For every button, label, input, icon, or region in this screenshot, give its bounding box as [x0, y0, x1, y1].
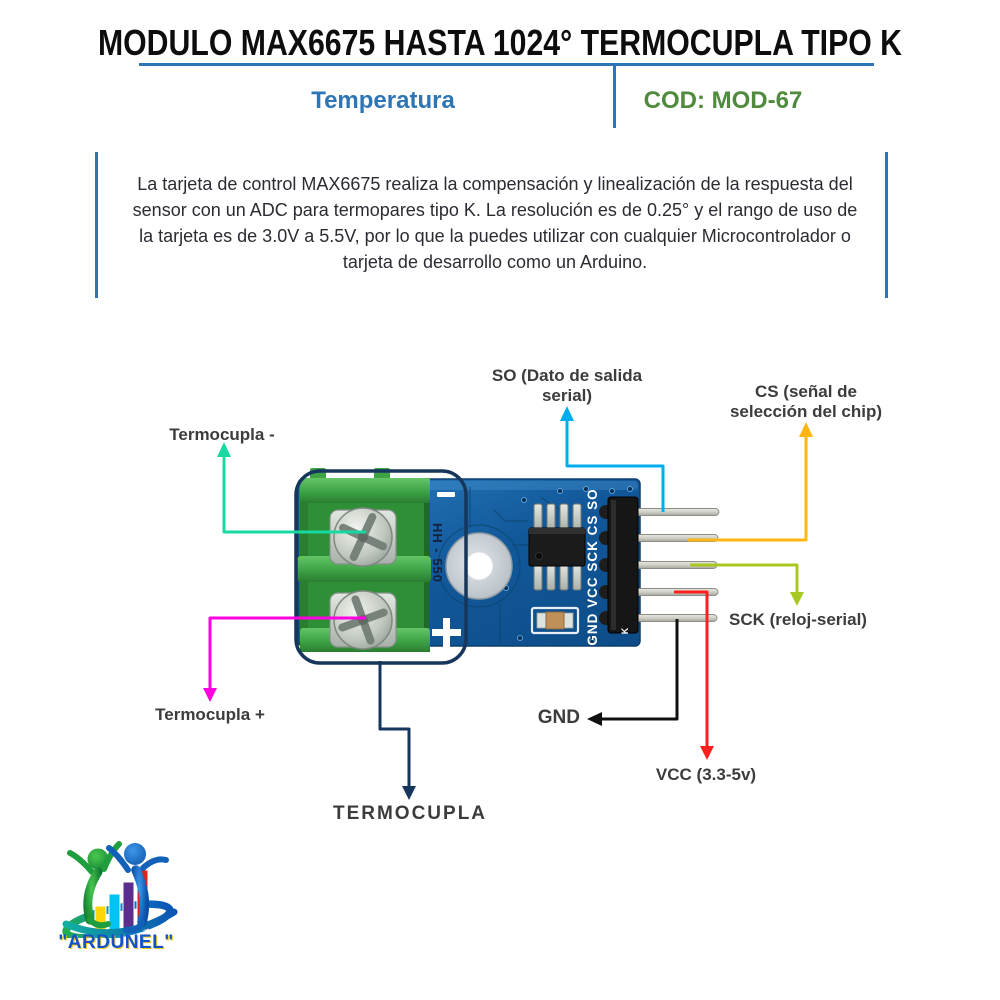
vcc-wire	[674, 590, 709, 748]
cs-label-line1: CS (señal de	[754, 382, 858, 401]
brand-logo	[62, 841, 178, 938]
sck-wire	[690, 563, 799, 594]
silkscreen-corner-marking: K	[620, 627, 630, 634]
page-title: MODULO MAX6675 HASTA 1024° TERMOCUPLA TI…	[97, 22, 903, 63]
so-wire	[565, 419, 665, 512]
cs-label-line2: selección del chip)	[729, 402, 883, 421]
callout-wires	[208, 419, 808, 788]
thermo-neg-label: Termocupla -	[169, 425, 275, 444]
smd-component	[530, 606, 580, 635]
header-rule	[139, 63, 874, 66]
so-label: SO (Dato de salida serial)	[467, 366, 667, 406]
cs-label: CS (señal de selección del chip)	[706, 382, 906, 422]
silkscreen-pin-names: GND VCC SCK CS SO	[585, 488, 600, 645]
gnd-label: GND	[537, 707, 580, 728]
logo-swoosh-front	[62, 908, 178, 937]
terminal-block	[297, 468, 431, 652]
pin-header	[599, 496, 720, 634]
description-line: la tarjeta es de 3.0V a 5.5V, por lo que…	[139, 226, 851, 246]
gnd-wire	[600, 619, 679, 721]
header-divider	[613, 66, 616, 128]
logo-bar-purple	[122, 881, 135, 931]
thermo-neg-arrowhead	[217, 442, 231, 457]
logo-figure-blue	[106, 843, 169, 934]
thermo-neg-wire	[222, 455, 366, 534]
pin-so	[630, 508, 720, 516]
description-left-bar	[95, 152, 98, 298]
so-label-line2: serial)	[541, 386, 593, 405]
so-label-line1: SO (Dato de salida	[491, 366, 643, 385]
vcc-label: VCC (3.3-5v)	[655, 765, 757, 784]
silkscreen-plus	[432, 618, 461, 647]
cs-arrowhead	[799, 422, 813, 437]
thermo-pos-label: Termocupla +	[155, 705, 265, 724]
sck-arrowhead	[790, 592, 804, 606]
description-line: sensor con un ADC para termopares tipo K…	[132, 200, 858, 220]
callout-arrowheads	[203, 406, 813, 800]
thermocouple-label: TERMOCUPLA	[332, 803, 488, 824]
logo-figure-green	[67, 841, 122, 929]
max6675-chip	[528, 503, 586, 591]
silkscreen-minus	[437, 492, 455, 497]
thermocouple-arrowhead	[402, 786, 416, 800]
brand-name: "ARDUNEL"	[58, 932, 174, 953]
gnd-arrowhead	[587, 712, 602, 726]
thermocouple-wire	[378, 661, 411, 788]
description-line: La tarjeta de control MAX6675 realiza la…	[137, 174, 853, 194]
mounting-hole	[445, 532, 513, 600]
vcc-arrowhead	[700, 746, 714, 760]
thermo-pos-wire	[208, 616, 366, 690]
terminal-screw-bottom	[329, 590, 397, 650]
cs-wire	[688, 435, 808, 542]
description-right-bar	[885, 152, 888, 298]
product-code: COD: MOD-67	[643, 87, 803, 114]
so-arrowhead	[560, 406, 574, 421]
terminal-screw-top	[329, 507, 397, 567]
description-text: La tarjeta de control MAX6675 realiza la…	[105, 171, 885, 275]
description-line: tarjeta de desarrollo como un Arduino.	[342, 252, 648, 272]
silkscreen-board-marking: HH - 550	[430, 523, 445, 583]
thermo-pos-arrowhead	[203, 688, 217, 702]
sck-label: SCK (reloj-serial)	[729, 610, 867, 629]
category-label: Temperatura	[311, 87, 455, 114]
